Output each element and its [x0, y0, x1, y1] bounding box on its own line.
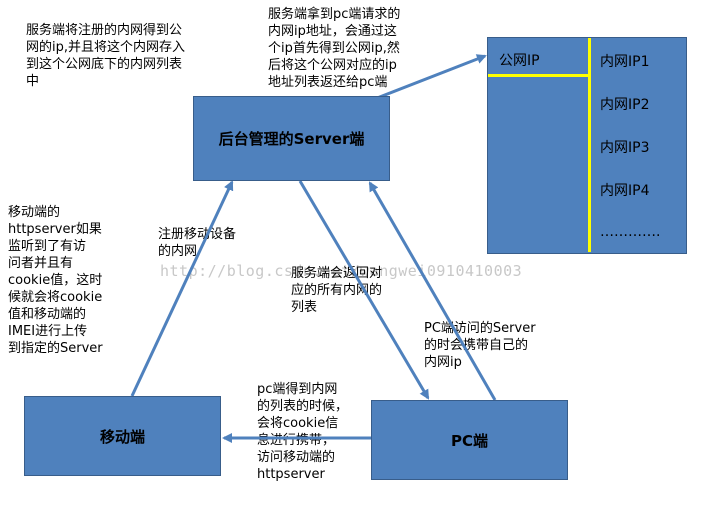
mobile-box-label: 移动端: [99, 427, 145, 446]
table-row: 内网IP1: [600, 54, 650, 70]
table-row: 内网IP3: [600, 140, 650, 156]
table-row: 内网IP4: [600, 183, 650, 199]
note-return-list: 服务端会返回对 应的所有内网的 列表: [291, 266, 383, 315]
note-top-middle: 服务端拿到pc端请求的 内网ip地址，会通过这 个ip首先得到公网ip,然 后将…: [268, 7, 401, 90]
arrow-mobile-to-server: [130, 180, 234, 397]
server-box-label: 后台管理的Server端: [218, 130, 365, 148]
pc-box-label: PC端: [450, 431, 488, 450]
table-vertical-divider: [588, 38, 591, 252]
table-row: ………….: [600, 224, 661, 240]
pc-box: PC端: [371, 400, 568, 480]
note-left: 移动端的 httpserver如果 监听到了有访 问者并且有 cookie值，这…: [8, 205, 103, 356]
note-top-left: 服务端将注册的内网得到公 网的ip,并且将这个内网存入 到这个公网底下的内网列表…: [26, 23, 185, 89]
arrow-pc-to-server: [368, 181, 497, 401]
table-horizontal-divider: [488, 74, 590, 77]
mobile-box: 移动端: [24, 396, 221, 476]
note-pc-access: PC端访问的Server 的时会携带自己的 内网ip: [424, 321, 536, 370]
watermark: http://blog.csdn.net/wangwei0910410003: [160, 262, 523, 280]
table-row: 内网IP2: [600, 97, 650, 113]
arrow-server-to-table: [371, 54, 487, 102]
server-box: 后台管理的Server端: [193, 96, 390, 181]
table-header-public-ip: 公网IP: [499, 53, 540, 69]
note-register: 注册移动设备 的内网: [158, 227, 237, 259]
arrow-server-to-pc: [298, 180, 430, 400]
ip-table: 公网IP 内网IP1 内网IP2 内网IP3 内网IP4 ………….: [487, 37, 687, 254]
